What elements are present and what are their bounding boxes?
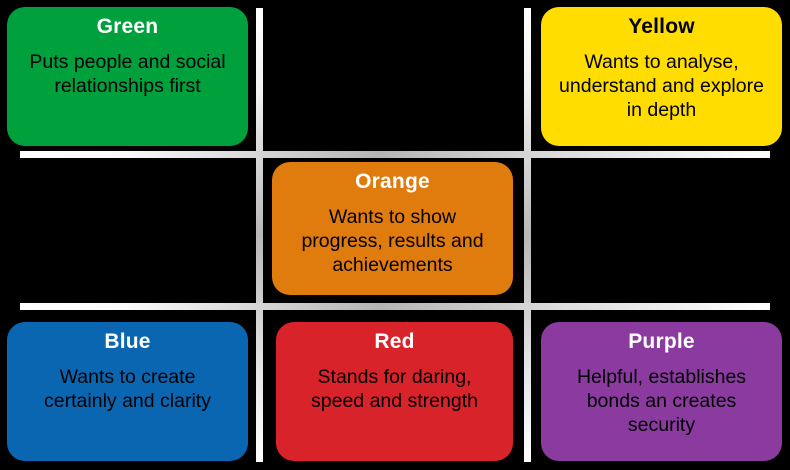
card-orange-body: Wants to show progress, results and achi… [301, 205, 484, 277]
card-purple[interactable]: Purple Helpful, establishes bonds an cre… [541, 322, 782, 461]
card-green-body: Puts people and social relationships fir… [29, 50, 226, 97]
card-green[interactable]: Green Puts people and social relationshi… [7, 7, 248, 146]
card-blue-title: Blue [104, 330, 151, 353]
card-yellow-title: Yellow [628, 15, 695, 38]
horizontal-divider-bottom [20, 303, 770, 310]
card-green-title: Green [96, 15, 159, 38]
card-orange[interactable]: Orange Wants to show progress, results a… [272, 162, 513, 295]
horizontal-divider-top [20, 151, 770, 158]
card-orange-title: Orange [355, 170, 430, 193]
card-red-body: Stands for daring, speed and strength [311, 365, 478, 412]
vertical-divider-right [524, 8, 531, 462]
card-blue[interactable]: Blue Wants to create certainly and clari… [7, 322, 248, 461]
card-purple-title: Purple [628, 330, 695, 353]
card-yellow[interactable]: Yellow Wants to analyse, understand and … [541, 7, 782, 146]
vertical-divider-left [256, 8, 263, 462]
card-purple-body: Helpful, establishes bonds an creates se… [576, 365, 747, 437]
card-blue-body: Wants to create certainly and clarity [44, 365, 211, 412]
card-red[interactable]: Red Stands for daring, speed and strengt… [276, 322, 513, 461]
card-yellow-body: Wants to analyse, understand and explore… [559, 50, 764, 122]
card-red-title: Red [374, 330, 415, 353]
